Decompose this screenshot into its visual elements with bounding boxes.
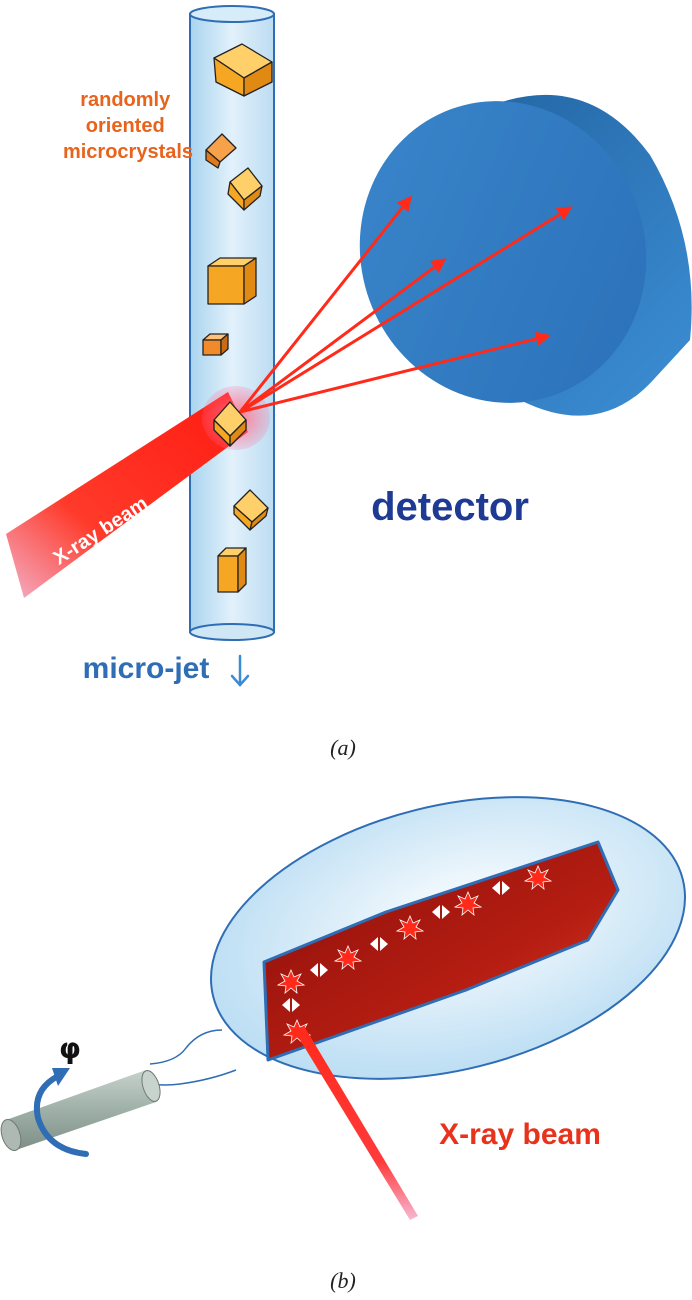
- diffracted-ray-4: [239, 331, 551, 414]
- crystal-3: [227, 167, 263, 211]
- translation-marks: [282, 881, 510, 1012]
- crystals-label: randomly oriented microcrystals: [63, 89, 193, 163]
- diffracted-ray-1: [238, 195, 412, 413]
- spot-5: [523, 864, 553, 890]
- crystal-4: [207, 257, 257, 305]
- spot-3: [395, 914, 425, 940]
- x-ray-beam-label-b: X-ray beam: [439, 1118, 601, 1151]
- diffraction-spots: [276, 864, 553, 1044]
- double-arrow-icon: [370, 937, 388, 951]
- rotation-arrow-icon: [34, 1068, 89, 1157]
- diffracted-ray-3: [239, 206, 573, 414]
- spot-1: [276, 968, 306, 994]
- micro-jet-column: [189, 5, 275, 641]
- sample-pin: [0, 1070, 161, 1151]
- detector-label: detector: [371, 485, 529, 529]
- panel-b: φ X-ray beam (b): [0, 796, 686, 1293]
- diffracted-rays: [238, 195, 573, 414]
- panel-a: randomly oriented microcrystals detector…: [6, 5, 692, 760]
- double-arrow-icon: [310, 963, 328, 977]
- x-ray-beam-b: [294, 1026, 418, 1220]
- crystal-8: [217, 547, 247, 593]
- rotation-label: φ: [59, 1032, 81, 1065]
- micro-jet-label: micro-jet: [83, 652, 210, 685]
- crystal-1: [213, 43, 273, 97]
- crystal-7: [233, 489, 269, 531]
- caption-a: (a): [330, 735, 356, 760]
- crystal-2: [205, 133, 237, 169]
- caption-b: (b): [330, 1268, 356, 1293]
- loop-wire: [149, 1029, 237, 1086]
- diffracted-ray-2: [239, 258, 447, 414]
- down-arrow-icon: [230, 654, 250, 687]
- crystal-b: [262, 840, 620, 1062]
- detector: [359, 94, 692, 416]
- spot-4: [453, 890, 483, 916]
- double-arrow-icon: [432, 905, 450, 919]
- double-arrow-icon: [282, 998, 300, 1012]
- crystal-5: [202, 333, 229, 356]
- double-arrow-icon: [492, 881, 510, 895]
- spot-2: [333, 944, 363, 970]
